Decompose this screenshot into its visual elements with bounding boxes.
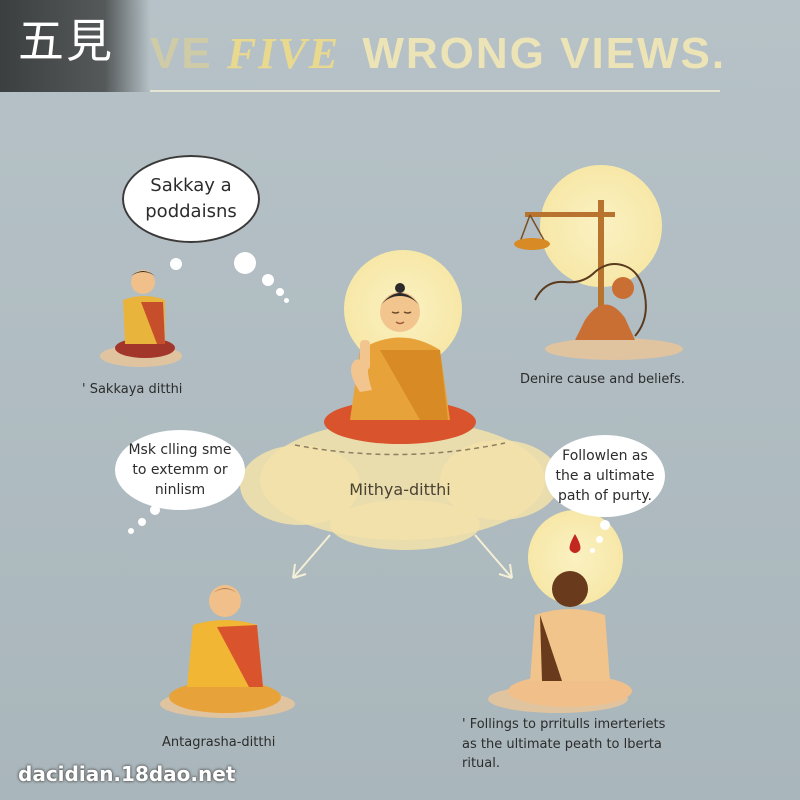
mid-right-dot-3 [590, 548, 595, 553]
bottom-right-figure [508, 571, 632, 707]
title-divider [150, 90, 720, 92]
mid-right-dot-2 [596, 536, 603, 543]
caption-top-right: Denire cause and beliefs. [520, 372, 685, 387]
speech-bubble-mid-right: Followlen as the a ultimate path of purt… [545, 435, 665, 517]
caption-bottom-right: ' Follings to prritulls imerteriets as t… [462, 717, 666, 771]
page-title: VE FIVE WRONG VIEWS. [150, 28, 726, 79]
caption-bottom-left: Antagrasha-ditthi [162, 735, 276, 750]
mid-right-dot-1 [600, 520, 610, 530]
title-five: FIVE [226, 29, 341, 78]
down-arrow-icon [292, 534, 331, 579]
thought-dot-2 [234, 252, 256, 274]
mid-left-dot-3 [128, 528, 134, 534]
thought-dot-1 [170, 258, 182, 270]
corner-badge: 五見 [0, 0, 150, 92]
bubble-mid-right-text: Followlen as the a ultimate path of purt… [555, 447, 655, 505]
cloud-lobe-right [440, 440, 560, 520]
title-main: WRONG VIEWS. [362, 29, 727, 78]
title-prefix: VE [150, 29, 213, 78]
balance-scale-icon [514, 200, 647, 340]
central-meditating-figure [324, 283, 476, 444]
bubble-mid-left-text: Msk clling sme to extemm or ninlism [128, 441, 232, 499]
blood-drop-icon [569, 534, 581, 553]
thought-dot-5 [284, 298, 289, 303]
down-arrow-icon-right [474, 534, 513, 579]
mid-left-dot-2 [138, 518, 146, 526]
top-left-figure [115, 270, 175, 358]
corner-title: 五見 [18, 14, 114, 68]
caption-top-left: ' Sakkaya ditthi [82, 382, 183, 397]
bubble-top-left-text: Sakkay a poddaisns [145, 174, 237, 222]
cloud-lobe-bottom [330, 500, 480, 550]
watermark: dacidian.18dao.net [18, 762, 236, 786]
chain-icon [534, 263, 647, 337]
thought-dot-4 [276, 288, 284, 296]
bottom-left-figure [169, 585, 281, 713]
mid-left-dot-1 [150, 505, 160, 515]
mat-top-right [545, 338, 683, 360]
speech-bubble-mid-left: Msk clling sme to extemm or ninlism [115, 430, 245, 510]
thought-dot-3 [262, 274, 274, 286]
center-label: Mithya-ditthi [349, 480, 451, 499]
thought-bubble-top-left: Sakkay a poddaisns [122, 155, 260, 243]
